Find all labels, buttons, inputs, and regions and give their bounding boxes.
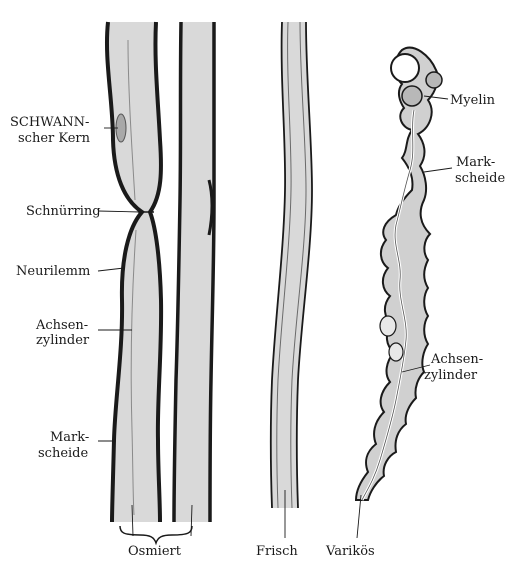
fiber-varikoes bbox=[356, 48, 442, 500]
label-frisch: Frisch bbox=[256, 544, 298, 559]
varicosity-1 bbox=[380, 316, 396, 336]
label-mark-left-line1: Mark- bbox=[50, 430, 89, 445]
label-achsen-right-line1: Achsen- bbox=[430, 352, 483, 367]
label-achsen-left-line1: Achsen- bbox=[35, 318, 88, 333]
leader-varikoes bbox=[357, 495, 361, 538]
label-varikoes: Varikös bbox=[325, 544, 375, 559]
leader-schnuerring bbox=[98, 211, 140, 212]
fiber-osmiert-2 bbox=[174, 22, 214, 522]
myelin-droplet-small bbox=[426, 72, 442, 88]
fiber-frisch bbox=[271, 22, 312, 508]
varicosity-2 bbox=[389, 343, 403, 361]
fiber-varikoes-body bbox=[356, 48, 438, 500]
label-mark-right-line1: Mark- bbox=[456, 155, 495, 170]
label-mark-right-line2: scheide bbox=[455, 171, 505, 186]
labels: SCHWANN- scher Kern Schnürring Neurilemm… bbox=[10, 93, 505, 559]
osmiert-brace bbox=[120, 526, 192, 543]
myelin-droplet-mid bbox=[402, 86, 422, 106]
label-schwann-line1: SCHWANN- bbox=[10, 115, 89, 130]
label-mark-left-line2: scheide bbox=[38, 446, 88, 461]
myelin-droplet-large bbox=[391, 54, 419, 82]
label-osmiert: Osmiert bbox=[128, 544, 182, 559]
fiber-osmiert-1 bbox=[107, 22, 161, 522]
leader-mark-right bbox=[424, 168, 452, 172]
label-myelin: Myelin bbox=[450, 93, 496, 108]
leader-neurilemm bbox=[98, 268, 124, 271]
label-schwann-line2: scher Kern bbox=[18, 131, 91, 146]
label-neurilemm: Neurilemm bbox=[16, 264, 90, 279]
label-achsen-left-line2: zylinder bbox=[36, 333, 90, 348]
label-achsen-right-line2: zylinder bbox=[424, 368, 478, 383]
label-schnuerring: Schnürring bbox=[26, 204, 101, 219]
